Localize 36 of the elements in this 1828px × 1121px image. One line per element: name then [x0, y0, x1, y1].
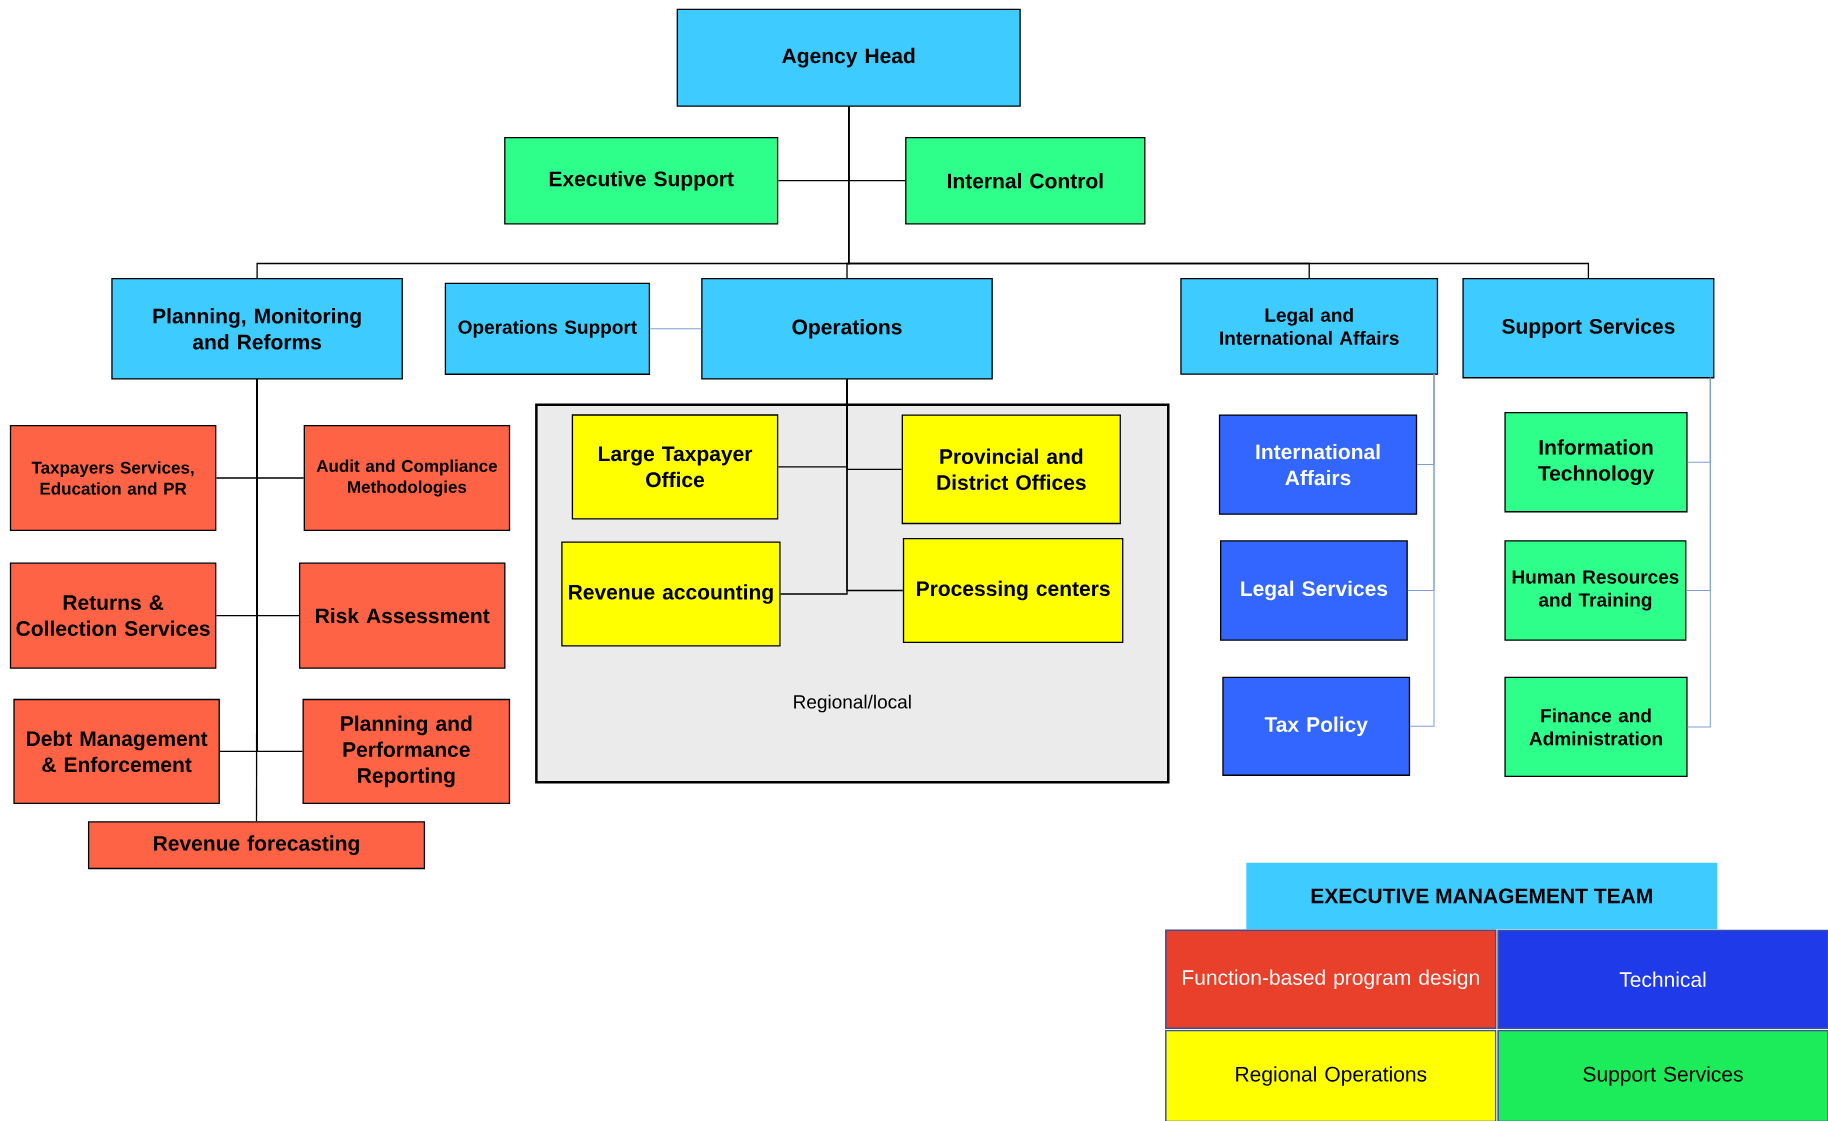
unit-box: Provincial and District Offices — [901, 414, 1121, 525]
unit-box: Taxpayers Services, Education and PR — [9, 424, 217, 532]
legend-item: Function-based program design — [1165, 929, 1497, 1029]
connector-line — [1687, 377, 1711, 728]
unit-box: Revenue forecasting — [87, 821, 426, 870]
legend-heading: EXECUTIVE MANAGEMENT TEAM — [1246, 862, 1718, 930]
unit-box: Agency Head — [676, 8, 1021, 107]
unit-box: Planning, Monitoring and Reforms — [111, 278, 403, 380]
unit-box: Planning and Performance Reporting — [302, 698, 511, 804]
connector-line — [255, 378, 258, 822]
unit-box: Returns & Collection Services — [9, 562, 217, 669]
unit-box: Large Taxpayer Office — [571, 414, 779, 520]
unit-box: Human Resources and Training — [1504, 540, 1687, 641]
unit-box: Legal Services — [1220, 540, 1408, 641]
legend-item: Regional Operations — [1165, 1029, 1497, 1121]
unit-box: International Affairs — [1218, 414, 1418, 515]
connector-line — [848, 106, 1590, 279]
unit-box: Internal Control — [905, 136, 1146, 225]
connector-line — [846, 378, 904, 592]
connector-line — [1409, 373, 1435, 727]
unit-box: Legal and International Affairs — [1180, 277, 1439, 375]
unit-box: Tax Policy — [1222, 676, 1411, 776]
unit-box: Risk Assessment — [298, 562, 506, 669]
unit-box: Revenue accounting — [561, 541, 781, 647]
legend-item: Support Services — [1497, 1029, 1828, 1121]
unit-box: Finance and Administration — [1504, 676, 1688, 778]
legend-item: Technical — [1497, 929, 1828, 1029]
unit-box: Executive Support — [504, 136, 779, 225]
unit-box: Processing centers — [902, 537, 1124, 644]
unit-box: Debt Management & Enforcement — [13, 698, 220, 804]
unit-box: Information Technology — [1504, 412, 1688, 513]
unit-box: Support Services — [1462, 278, 1715, 379]
unit-box: Operations Support — [444, 282, 651, 375]
unit-box: Audit and Compliance Methodologies — [303, 424, 511, 532]
connector-line — [649, 328, 702, 330]
unit-box: Operations — [701, 278, 993, 380]
